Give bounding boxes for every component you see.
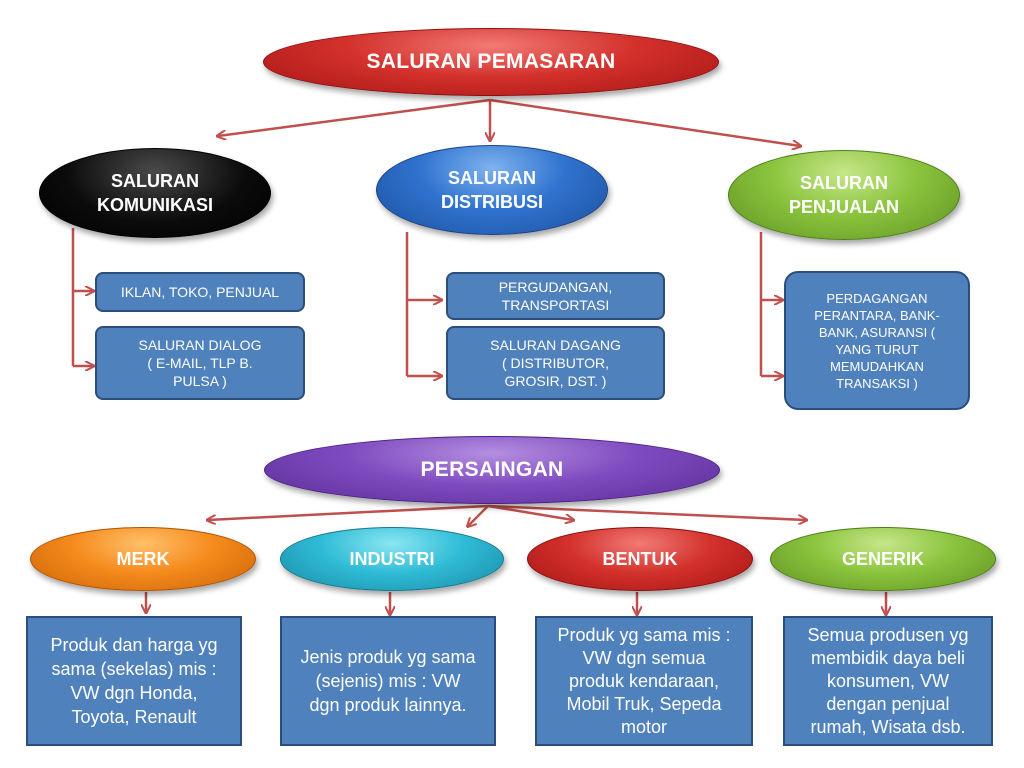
industri-description: Jenis produk yg sama (sejenis) mis : VW … bbox=[280, 616, 496, 746]
saluran-pemasaran-node: SALURAN PEMASARAN bbox=[263, 28, 719, 96]
distribusi-item-dagang: SALURAN DAGANG ( DISTRIBUTOR, GROSIR, DS… bbox=[446, 326, 665, 400]
generik-description-text: Semua produsen yg membidik daya beli kon… bbox=[807, 624, 969, 737]
saluran-komunikasi-node: SALURAN KOMUNIKASI bbox=[39, 148, 271, 238]
industri-node: INDUSTRI bbox=[280, 527, 504, 591]
arrow-to-penjualan bbox=[489, 98, 800, 146]
generik-description: Semua produsen yg membidik daya beli kon… bbox=[783, 616, 993, 746]
saluran-distribusi-node: SALURAN DISTRIBUSI bbox=[376, 145, 608, 235]
persaingan-label: PERSAINGAN bbox=[420, 458, 564, 481]
komunikasi-item-dialog: SALURAN DIALOG ( E-MAIL, TLP B. PULSA ) bbox=[95, 326, 305, 400]
penjualan-item-perdagangan: PERDAGANGAN PERANTARA, BANK- BANK, ASURA… bbox=[784, 271, 970, 410]
arrow-to-industri bbox=[468, 505, 489, 526]
merk-label: MERK bbox=[116, 549, 170, 569]
generik-label: GENERIK bbox=[841, 549, 924, 569]
arrow-to-generik bbox=[487, 504, 806, 520]
bentuk-description-text: Produk yg sama mis : VW dgn semua produk… bbox=[557, 624, 731, 737]
distribusi-item-label: PERGUDANGAN, TRANSPORTASI bbox=[498, 279, 613, 313]
penjualan-item-label: PERDAGANGAN PERANTARA, BANK- BANK, ASURA… bbox=[814, 290, 940, 391]
merk-description-text: Produk dan harga yg sama (sekelas) mis :… bbox=[50, 635, 218, 727]
komunikasi-item-label: IKLAN, TOKO, PENJUAL bbox=[120, 284, 280, 300]
bentuk-description: Produk yg sama mis : VW dgn semua produk… bbox=[535, 616, 753, 746]
arrow-to-komunikasi bbox=[218, 98, 491, 136]
merk-description: Produk dan harga yg sama (sekelas) mis :… bbox=[26, 616, 242, 746]
arrow-to-merk bbox=[208, 504, 489, 520]
industri-label: INDUSTRI bbox=[349, 549, 435, 569]
saluran-komunikasi-label: SALURAN KOMUNIKASI bbox=[97, 171, 213, 215]
persaingan-node: PERSAINGAN bbox=[264, 436, 720, 504]
distribusi-item-label: SALURAN DAGANG ( DISTRIBUTOR, GROSIR, DS… bbox=[490, 337, 621, 389]
distribusi-item-pergudangan: PERGUDANGAN, TRANSPORTASI bbox=[446, 272, 665, 320]
bentuk-node: BENTUK bbox=[527, 527, 753, 591]
bentuk-label: BENTUK bbox=[602, 549, 678, 569]
saluran-distribusi-label: SALURAN DISTRIBUSI bbox=[440, 168, 543, 212]
komunikasi-item-label: SALURAN DIALOG ( E-MAIL, TLP B. PULSA ) bbox=[138, 337, 262, 389]
saluran-penjualan-node: SALURAN PENJUALAN bbox=[728, 150, 960, 240]
arrow-to-bentuk bbox=[487, 504, 573, 520]
komunikasi-item-iklan: IKLAN, TOKO, PENJUAL bbox=[95, 272, 305, 312]
saluran-penjualan-label: SALURAN PENJUALAN bbox=[788, 173, 899, 217]
saluran-pemasaran-label: SALURAN PEMASARAN bbox=[366, 50, 616, 73]
industri-description-text: Jenis produk yg sama (sejenis) mis : VW … bbox=[300, 647, 476, 715]
merk-node: MERK bbox=[30, 527, 256, 591]
generik-node: GENERIK bbox=[770, 527, 996, 591]
